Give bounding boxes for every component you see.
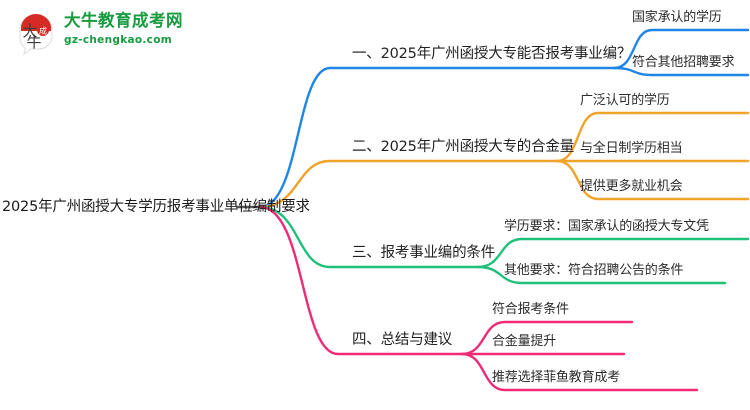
branch-2-child-2-node[interactable]: 与全日制学历相当 (580, 141, 683, 156)
logo-domain: gz-chengkao.com (64, 34, 172, 46)
branch-4-child-2-node[interactable]: 合金量提升 (492, 334, 557, 349)
branch-1-child-2-node[interactable]: 符合其他招聘要求 (632, 55, 735, 70)
branch-1-line (258, 66, 616, 209)
logo-title: 大牛教育成考网 (64, 11, 183, 30)
mindmap-root-node[interactable]: 2025年广州函授大专学历报考事业单位编制要求 (2, 199, 310, 215)
branch-2-child-1-node[interactable]: 广泛认可的学历 (580, 93, 670, 108)
branch-2-node[interactable]: 二、2025年广州函授大专的合金量 (352, 139, 575, 155)
daniu-bull-logo-icon: 成 大 牛 (19, 14, 53, 56)
branch-3-node[interactable]: 三、报考事业编的条件 (352, 245, 495, 261)
logo-text: 大牛教育成考网 gz-chengkao.com (64, 11, 194, 47)
site-logo[interactable]: 成 大 牛 大牛教育成考网 gz-chengkao.com (8, 6, 198, 58)
branch-4-child-3-node[interactable]: 推荐选择菲鱼教育成考 (492, 370, 621, 385)
branch-3-child-1-node[interactable]: 学历要求：国家承认的函授大专文凭 (504, 219, 709, 234)
branch-4-child-1-node[interactable]: 符合报考条件 (492, 302, 569, 317)
branch-4-node[interactable]: 四、总结与建议 (352, 332, 453, 348)
svg-text:牛: 牛 (26, 33, 41, 51)
svg-text:大: 大 (22, 22, 37, 40)
branch-2-child-3-node[interactable]: 提供更多就业机会 (580, 179, 683, 194)
svg-text:成: 成 (39, 26, 47, 36)
branch-3-child-2-node[interactable]: 其他要求：符合招聘公告的条件 (504, 263, 684, 278)
branch-1-node[interactable]: 一、2025年广州函授大专能否报考事业编？ (352, 46, 632, 62)
branch-1-child-1-node[interactable]: 国家承认的学历 (632, 10, 722, 25)
